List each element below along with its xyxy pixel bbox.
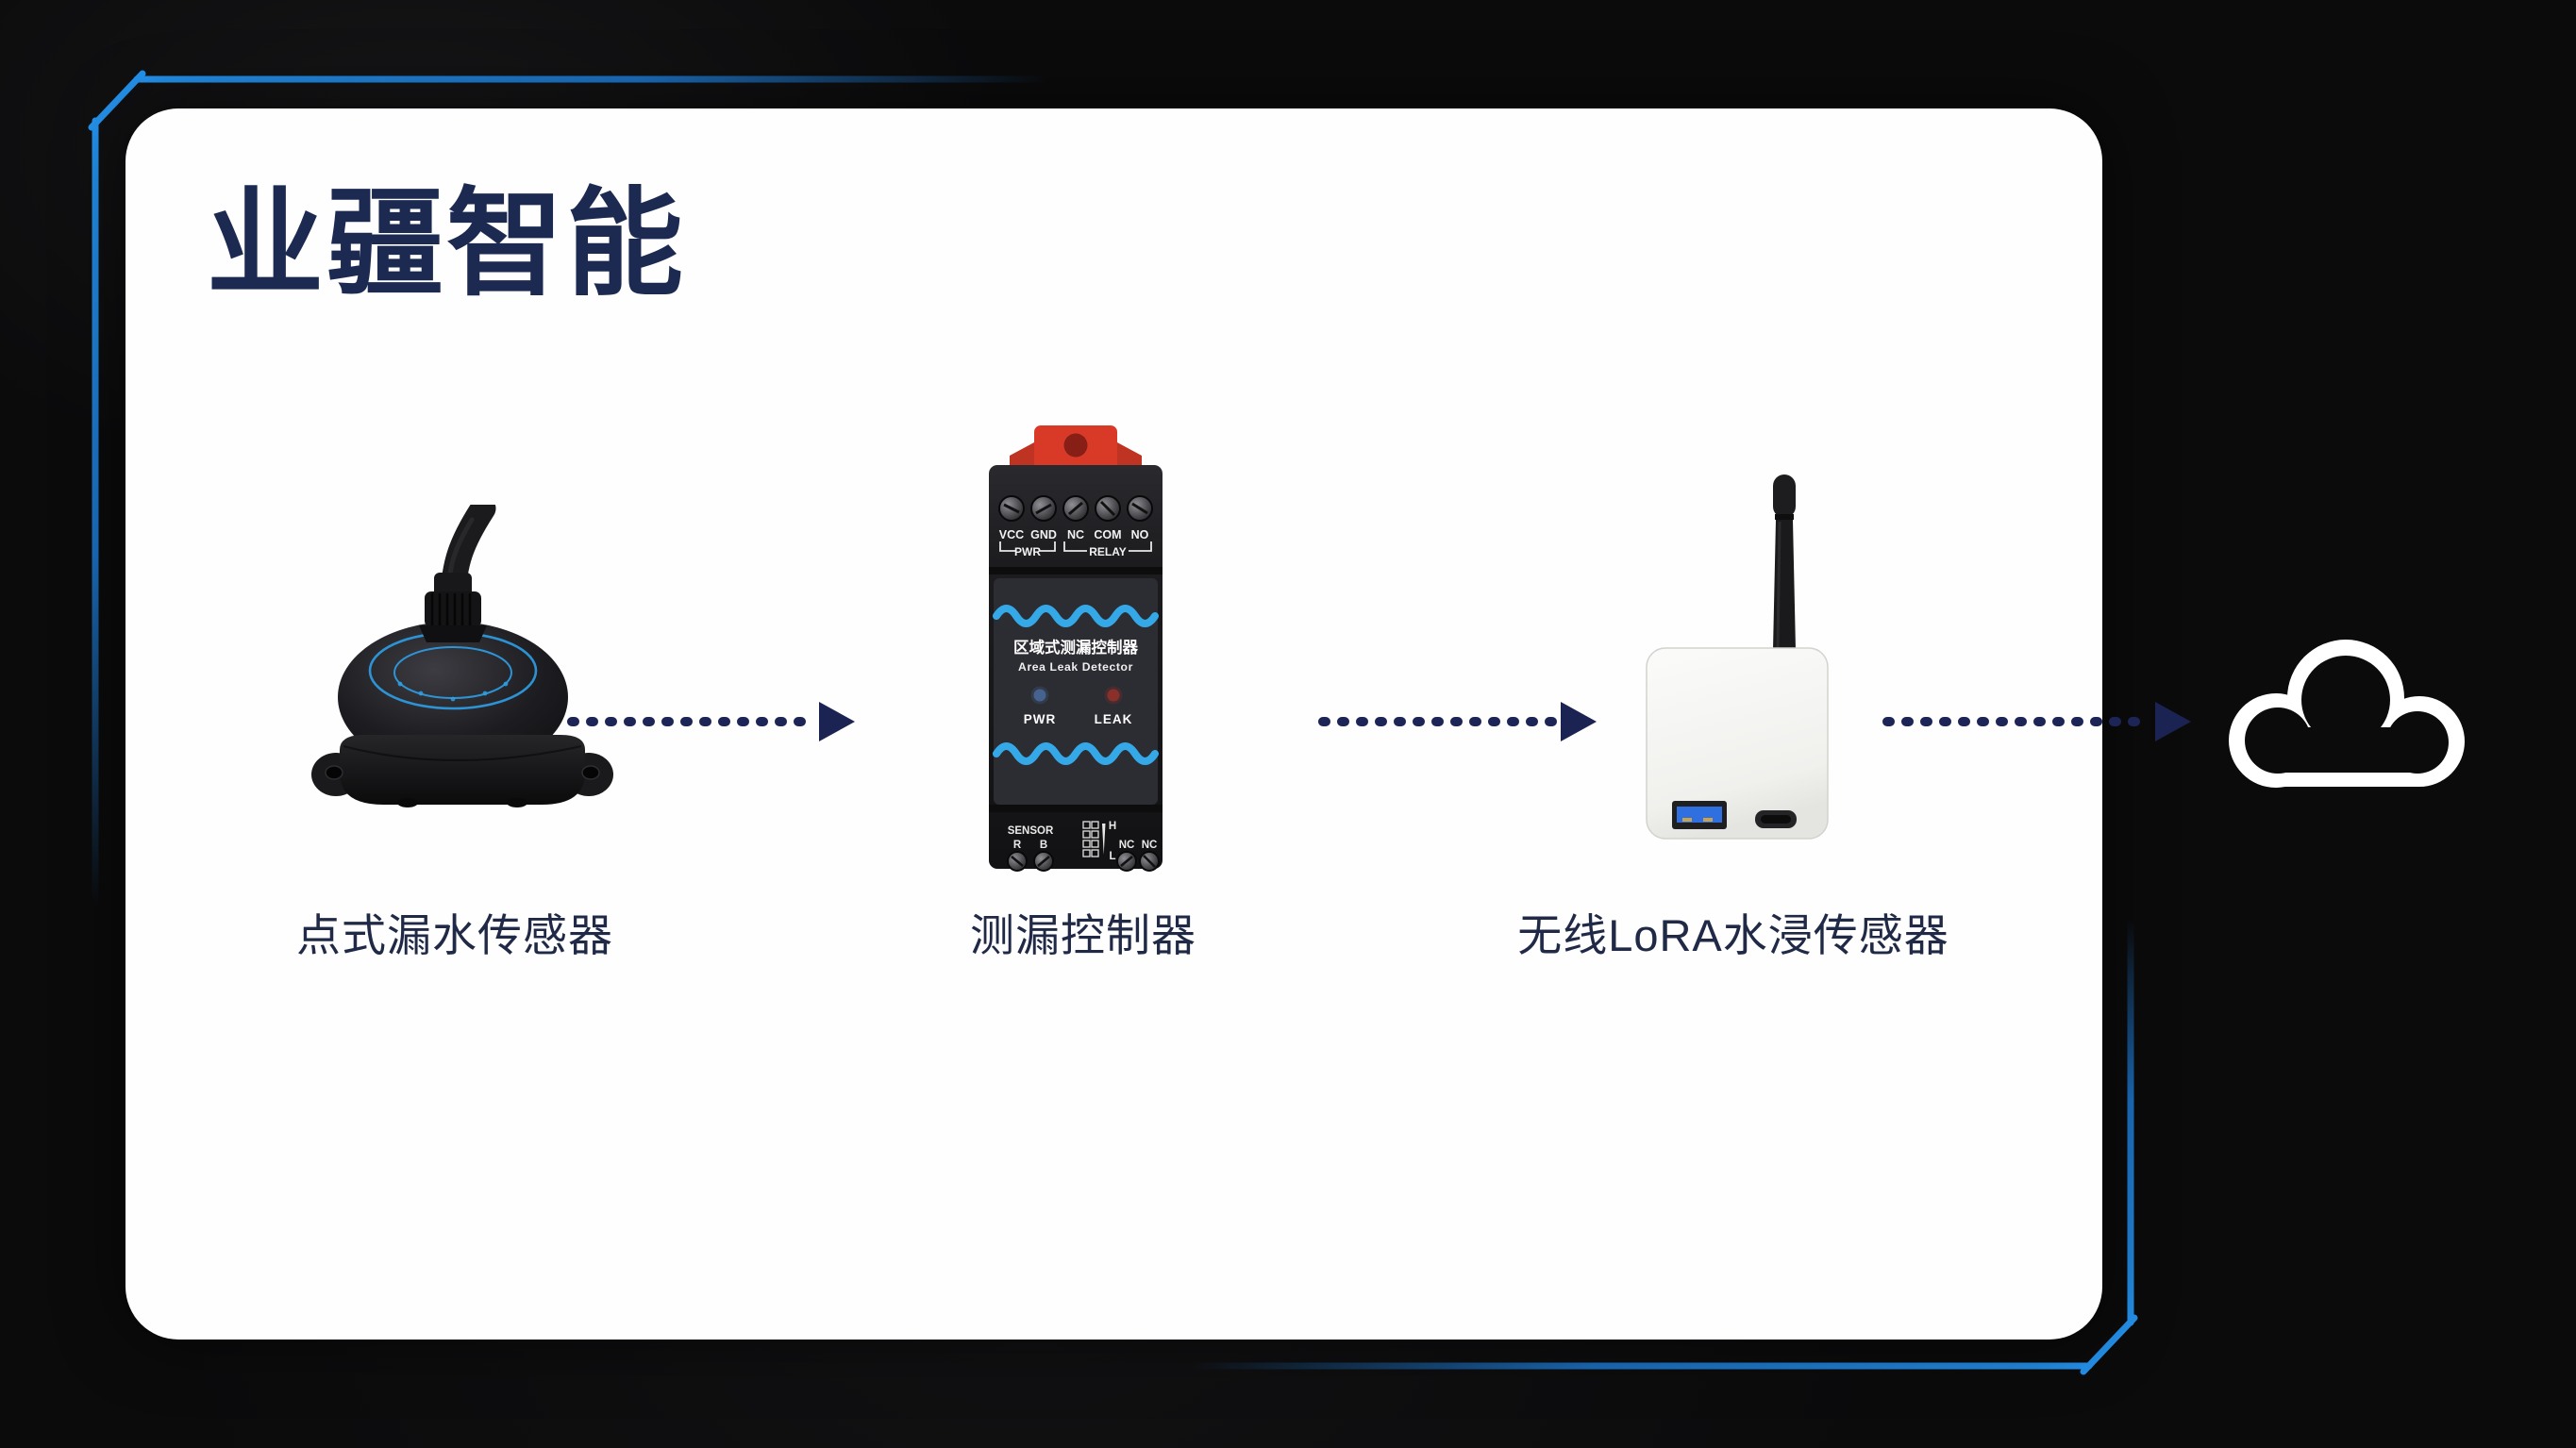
pwr-group-label: PWR	[1014, 545, 1041, 558]
arrow-head-3	[2155, 702, 2191, 741]
din-rail-clip	[1010, 425, 1142, 471]
point-leak-sensor-image	[311, 505, 613, 807]
level-low-label: L	[1109, 851, 1115, 862]
page-title: 业疆智能	[207, 179, 687, 309]
leak-controller-image: VCC GND NC COM NO PWR RELAY 区域式测漏控制器 Are…	[989, 425, 1163, 872]
led-pwr	[1033, 689, 1046, 702]
wireless-lora-sensor-image	[1646, 474, 1829, 840]
panel-title-cn: 区域式测漏控制器	[1013, 638, 1139, 657]
wave-line-top	[993, 605, 1159, 627]
lora-box	[1646, 647, 1829, 840]
sensor-group-label: SENSOR	[1008, 825, 1054, 837]
sensor-base	[311, 735, 613, 807]
cable-gland	[419, 573, 487, 642]
cloud-icon	[2229, 640, 2465, 788]
level-high-label: H	[1109, 821, 1116, 832]
micro-usb-port	[1755, 810, 1797, 828]
content-card: 业疆智能	[125, 108, 2102, 1340]
led-leak-label: LEAK	[1095, 712, 1133, 726]
node-label-controller: 测漏控制器	[970, 910, 1196, 960]
mount-hole-right	[581, 765, 600, 780]
relay-group-label: RELAY	[1089, 545, 1127, 558]
pwr-bracket	[999, 541, 1056, 552]
terminal-label-nc: NC	[1067, 528, 1084, 541]
frame-chamfer-bottom-right	[2080, 1314, 2138, 1375]
terminal-label-com: COM	[1094, 528, 1121, 541]
clip-hole	[1063, 433, 1088, 458]
led-pwr-label: PWR	[1024, 712, 1057, 726]
frame-chamfer-top-left	[88, 70, 146, 131]
level-indicator	[1082, 821, 1106, 857]
bottom-terminal-screws	[1007, 851, 1160, 872]
body-ledge	[989, 567, 1163, 574]
lora-antenna	[1773, 474, 1796, 650]
nc-right-label: NC	[1142, 840, 1158, 851]
sensor-r-label: R	[1013, 840, 1022, 851]
node-label-point-sensor: 点式漏水传感器	[296, 910, 613, 960]
sensor-b-label: B	[1040, 840, 1047, 851]
wave-line-bottom	[993, 742, 1159, 765]
top-terminal-screws	[998, 495, 1153, 522]
relay-bracket	[1063, 541, 1152, 552]
panel-bottom-ledge	[989, 805, 1163, 812]
led-leak	[1107, 689, 1120, 702]
terminal-label-gnd: GND	[1030, 528, 1057, 541]
sensor-ring-dots	[397, 681, 509, 702]
usb-a-port	[1672, 801, 1727, 829]
terminal-label-vcc: VCC	[999, 528, 1024, 541]
mount-hole-left	[325, 765, 343, 780]
node-label-lora-sensor: 无线LoRA水浸传感器	[1517, 910, 1949, 960]
panel-title-en: Area Leak Detector	[1018, 660, 1133, 674]
cloud-outline-inner	[2245, 656, 2449, 774]
nc-left-label: NC	[1119, 840, 1135, 851]
terminal-label-no: NO	[1131, 528, 1149, 541]
